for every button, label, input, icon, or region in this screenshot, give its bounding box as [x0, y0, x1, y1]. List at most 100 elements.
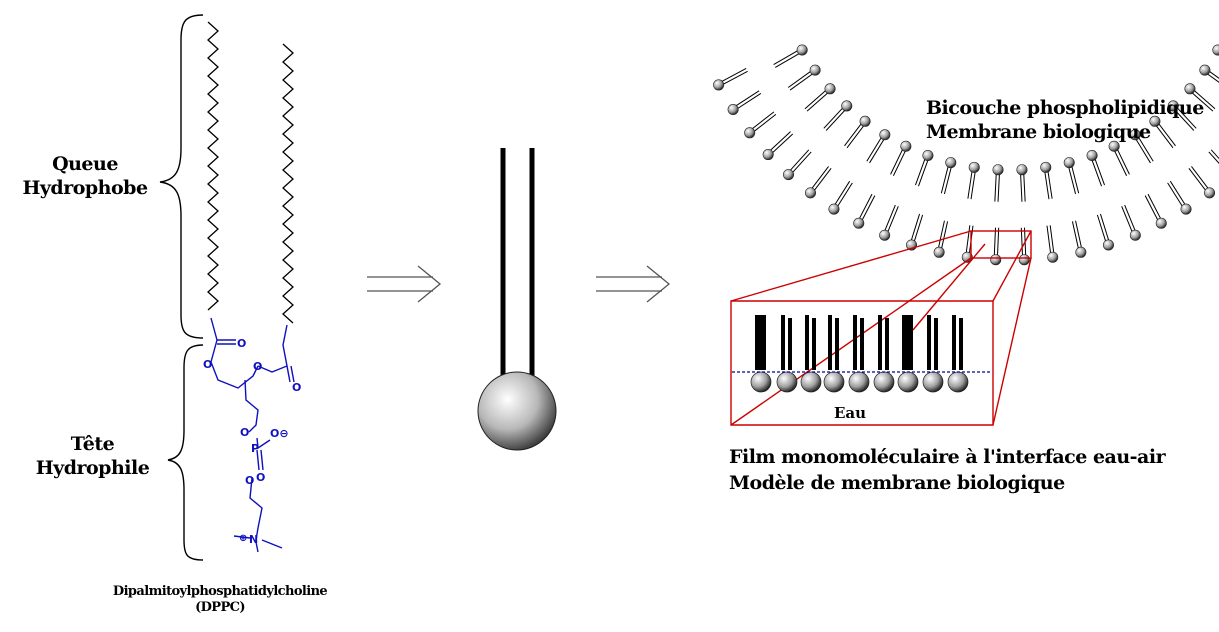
atom-oxygen: O — [245, 474, 254, 487]
atom-positive-charge: ⊕ — [239, 533, 247, 544]
lipid-head — [854, 218, 864, 228]
lipid-head — [1213, 45, 1219, 55]
water-label: Eau — [834, 404, 866, 422]
lipid-head — [1076, 247, 1086, 257]
atom-nitrogen: N — [249, 533, 258, 546]
film-label: Film monomoléculaire à l'interface eau-a… — [729, 444, 1165, 496]
head-brace-icon — [168, 345, 203, 560]
monolayer-head — [849, 372, 869, 392]
bilayer-label: Bicouche phospholipidique Membrane biolo… — [926, 96, 1204, 144]
tail-label-line2: Hydrophobe — [10, 176, 160, 200]
monolayer-head — [824, 372, 844, 392]
monolayer-head — [874, 372, 894, 392]
monolayer-head — [948, 372, 968, 392]
monolayer-tail — [781, 315, 785, 370]
monolayer-tail — [828, 315, 832, 370]
monolayer-tail — [812, 318, 816, 370]
monolayer-tail — [835, 318, 839, 370]
lipid-head — [1048, 252, 1058, 262]
hydrocarbon-chain — [208, 22, 218, 310]
lipid-head — [923, 150, 933, 160]
monolayer-head — [898, 372, 918, 392]
atom-oxygen: O — [237, 337, 246, 350]
monolayer-tail — [934, 318, 938, 370]
lipid-head — [1204, 188, 1214, 198]
lipid-head — [1087, 150, 1097, 160]
monolayer-tail — [860, 318, 864, 370]
atom-phosphorus: P — [251, 442, 259, 455]
lipid-head — [1185, 84, 1195, 94]
molecule-name-line2: (DPPC) — [60, 600, 380, 616]
monolayer-tail — [902, 315, 913, 370]
monolayer-tail — [885, 318, 889, 370]
atom-oxygen: O — [240, 426, 249, 439]
tail-label: Queue Hydrophobe — [10, 152, 160, 200]
lipid-head — [993, 165, 1003, 175]
lipid-head — [901, 141, 911, 151]
lipid-head — [744, 128, 754, 138]
lipid-head — [1019, 254, 1029, 264]
lipid-head — [829, 204, 839, 214]
hydrocarbon-chain — [283, 44, 293, 323]
head-label: Tête Hydrophile — [20, 432, 165, 480]
atom-oxygen: O — [292, 381, 301, 394]
atom-oxygen: O — [256, 471, 265, 484]
lipid-head — [1041, 162, 1051, 172]
molecule-name: Dipalmitoylphosphatidylcholine (DPPC) — [60, 584, 380, 616]
bilayer-label-line2: Membrane biologique — [926, 120, 1204, 144]
monolayer-tail — [805, 315, 809, 370]
atom-oxygen-negative: O⊖ — [270, 427, 289, 440]
lipid-head — [783, 169, 793, 179]
lipid-head — [1064, 157, 1074, 167]
lipid-head — [934, 247, 944, 257]
monolayer-tail — [853, 315, 857, 370]
monolayer-tail — [788, 318, 792, 370]
hydrocarbon-chains — [208, 22, 293, 323]
amphiphile-schematic — [478, 148, 556, 450]
monolayer-head — [923, 372, 943, 392]
lipid-head — [1156, 218, 1166, 228]
lipid-head — [879, 230, 889, 240]
lipid-head — [763, 149, 773, 159]
lipid-head — [805, 188, 815, 198]
polar-head-sphere — [478, 372, 556, 450]
film-label-line1: Film monomoléculaire à l'interface eau-a… — [729, 444, 1165, 470]
tail-brace-icon — [160, 15, 203, 338]
lipid-head — [825, 84, 835, 94]
lipid-head — [1017, 165, 1027, 175]
monolayer-tail — [959, 318, 963, 370]
lipid-head — [713, 80, 723, 90]
lipid-head — [797, 45, 807, 55]
tail-label-line1: Queue — [10, 152, 160, 176]
monolayer-head — [801, 372, 821, 392]
lipid-head — [1181, 204, 1191, 214]
lipid-head — [880, 130, 890, 140]
atom-oxygen: O — [203, 358, 212, 371]
atom-oxygen: O — [253, 360, 262, 373]
double-right-arrow-icon — [596, 266, 669, 302]
head-label-line2: Hydrophile — [20, 456, 165, 480]
monolayer-tail — [878, 315, 882, 370]
lipid-head — [842, 101, 852, 111]
lipid-head — [1200, 65, 1210, 75]
monolayer-head — [751, 372, 771, 392]
monolayer-head — [777, 372, 797, 392]
lipid-head — [991, 254, 1001, 264]
lipid-head — [969, 162, 979, 172]
lipid-head — [946, 157, 956, 167]
molecule-name-line1: Dipalmitoylphosphatidylcholine — [60, 584, 380, 600]
lipid-head — [810, 65, 820, 75]
bilayer-label-line1: Bicouche phospholipidique — [926, 96, 1204, 120]
lipid-head — [1103, 240, 1113, 250]
lipid-head — [728, 104, 738, 114]
head-label-line1: Tête — [20, 432, 165, 456]
monolayer-tail — [755, 315, 766, 370]
lipid-tail — [1209, 152, 1219, 176]
film-label-line2: Modèle de membrane biologique — [729, 470, 1165, 496]
monolayer-tail — [952, 315, 956, 370]
monolayer-film — [751, 315, 968, 392]
lipid-head — [1130, 230, 1140, 240]
double-right-arrow-icon — [367, 266, 440, 302]
